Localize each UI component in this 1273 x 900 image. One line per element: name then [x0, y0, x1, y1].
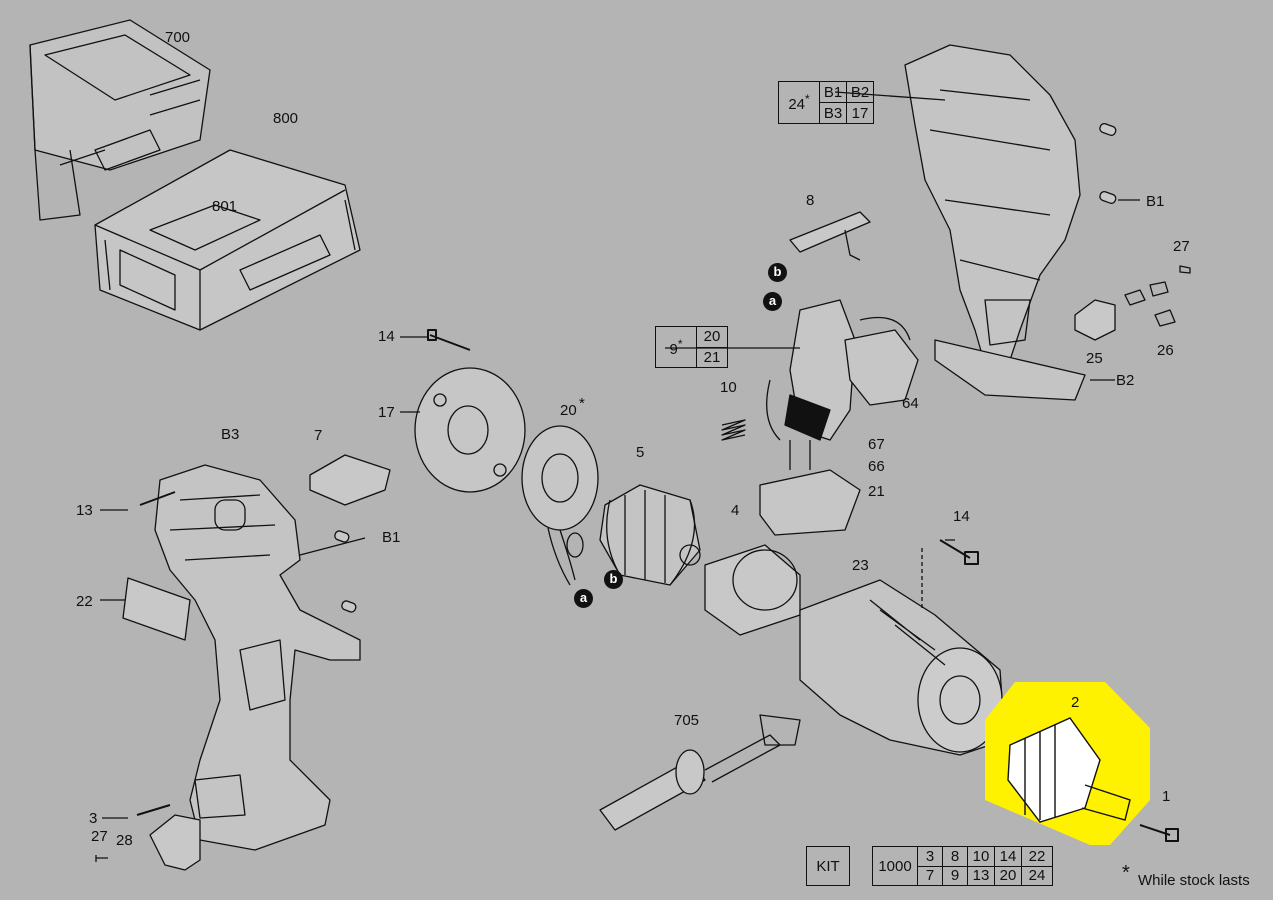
part-number: 66 [868, 458, 885, 475]
side-handle-705 [599, 714, 801, 831]
set-ref-cell: 24* [778, 81, 820, 124]
part-number: 14 [953, 508, 970, 525]
part-number: 64 [902, 395, 919, 412]
part-number: 67 [868, 436, 885, 453]
housing-half-24 [904, 44, 1086, 401]
kit-table: KIT 1000 3 8 10 14 22 7 9 13 20 24 [806, 846, 1053, 886]
wire-marker-a: a [763, 292, 782, 311]
part-number: 26 [1157, 342, 1174, 359]
wire-marker-b: b [604, 570, 623, 589]
cell-21: 21 [696, 346, 728, 368]
part-number: B1 [1146, 193, 1165, 210]
kit-cell: 14 [994, 846, 1022, 867]
part-number: 21 [868, 483, 885, 500]
part-number: 17 [378, 404, 395, 421]
part-number: 8 [806, 192, 815, 209]
housing-half-B3 [154, 464, 361, 851]
part-number: 705 [674, 712, 700, 729]
pcb-20 [521, 425, 599, 586]
kit-cell: 9 [942, 865, 968, 886]
part-number: 27 [91, 828, 108, 845]
part-number: B2 [1116, 372, 1135, 389]
part-number: 10 [720, 379, 737, 396]
cell-20: 20 [696, 326, 728, 348]
part-number: 27 [1173, 238, 1190, 255]
part-number: B3 [221, 426, 240, 443]
kit-cell: 10 [967, 846, 995, 867]
part-number: 3 [89, 810, 98, 827]
kit-cell: 13 [967, 865, 995, 886]
part-number: 23 [852, 557, 869, 574]
housing-set-table: 24* B1 B2 B3 17 [778, 81, 874, 124]
trigger-8 [789, 211, 871, 261]
part-number: 25 [1086, 350, 1103, 367]
part-number: 14 [378, 328, 395, 345]
part-number: 4 [731, 502, 740, 519]
kit-cell: 20 [994, 865, 1022, 886]
cell-b1: B1 [819, 81, 847, 103]
footnote-star: * [1122, 862, 1130, 884]
kit-cell: 8 [942, 846, 968, 867]
part-number: 2 [1071, 694, 1080, 711]
part-number-star: * [579, 395, 585, 412]
cell-b3: B3 [819, 102, 847, 124]
kit-code: 1000 [872, 846, 918, 886]
spring-10 [721, 419, 746, 441]
part-number: 22 [76, 593, 93, 610]
part-number: 13 [76, 502, 93, 519]
part-number: 1 [1162, 788, 1171, 805]
magnet-ring-4 [704, 544, 801, 636]
part-number: 800 [273, 110, 299, 127]
kit-cell: 7 [917, 865, 943, 886]
gearbox-23 [799, 579, 1030, 756]
set-ref-cell: 9* [655, 326, 697, 368]
wire-marker-a: a [574, 589, 593, 608]
carrying-case-700 [29, 19, 211, 221]
label-plate-22 [122, 577, 191, 641]
wire-marker-b: b [768, 263, 787, 282]
cell-b2: B2 [846, 81, 874, 103]
kit-cell: 3 [917, 846, 943, 867]
kit-cell: 22 [1021, 846, 1053, 867]
switch-assembly-9 [759, 299, 919, 536]
motor-plate-17 [414, 367, 526, 493]
chuck-2 [1007, 717, 1131, 823]
switch-set-table: 9* 20 21 [655, 326, 728, 368]
footnote-text: While stock lasts [1138, 872, 1250, 889]
case-insert-800 [94, 149, 361, 331]
part-number: 700 [165, 29, 191, 46]
kit-cell: 24 [1021, 865, 1053, 886]
part-number: 801 [212, 198, 238, 215]
cell-17: 17 [846, 102, 874, 124]
part-number: 28 [116, 832, 133, 849]
part-number: B1 [382, 529, 401, 546]
part-number: 7 [314, 427, 323, 444]
part-number: 20 [560, 402, 577, 419]
kit-label: KIT [806, 846, 850, 886]
armature-5 [599, 484, 701, 586]
part-number: 5 [636, 444, 645, 461]
